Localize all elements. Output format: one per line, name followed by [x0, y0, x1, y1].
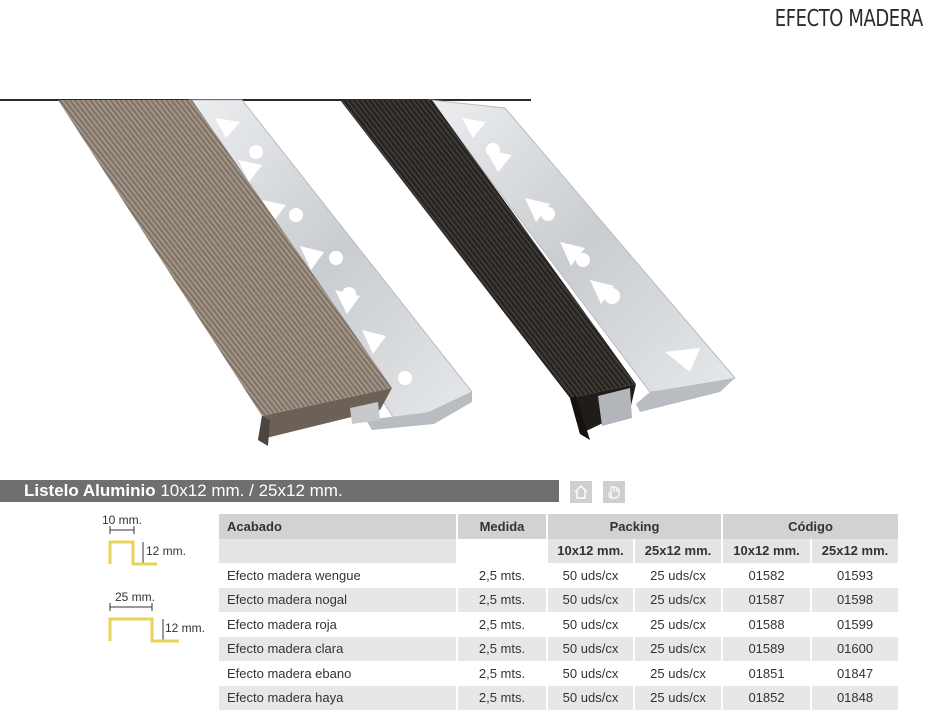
cell-codigo-10x12: 01851	[721, 661, 810, 686]
cell-packing-25x12: 25 uds/cx	[633, 661, 721, 686]
cell-codigo-25x12: 01599	[810, 612, 898, 637]
cell-packing-25x12: 25 uds/cx	[633, 587, 722, 612]
cell-medida: 2,5 mts.	[456, 685, 546, 710]
table-row: Efecto madera haya 2,5 mts. 50 uds/cx 25…	[219, 685, 899, 710]
table-header-row: Acabado Medida Packing Código	[219, 514, 899, 539]
profile-diagram-10x12: 10 mm. 12 mm.	[95, 512, 220, 572]
spec-table: Acabado Medida Packing Código 10x12 mm. …	[219, 514, 899, 710]
cell-packing-25x12: 25 uds/cx	[633, 563, 721, 588]
cell-acabado: Efecto madera ebano	[227, 665, 352, 681]
cell-packing-25x12: 25 uds/cx	[633, 612, 721, 637]
cell-codigo-10x12: 01852	[721, 685, 811, 710]
cell-codigo-10x12: 01588	[721, 612, 810, 637]
table-row: Efecto madera ebano 2,5 mts. 50 uds/cx 2…	[219, 661, 898, 686]
product-name: Listelo Aluminio	[24, 481, 156, 500]
cell-packing-10x12: 50 uds/cx	[546, 612, 633, 637]
subheader-codigo-25x12: 25x12 mm.	[810, 538, 899, 563]
header-packing: Packing	[546, 514, 722, 539]
product-banner: Listelo Aluminio 10x12 mm. / 25x12 mm.	[0, 480, 559, 502]
product-photo	[0, 99, 736, 446]
cell-packing-10x12: 50 uds/cx	[546, 636, 633, 661]
table-row: Efecto madera clara 2,5 mts. 50 uds/cx 2…	[219, 636, 899, 661]
subheader-packing-25x12: 25x12 mm.	[633, 538, 722, 563]
profile-diagram-shape	[108, 603, 179, 643]
cell-codigo-10x12: 01582	[721, 563, 810, 588]
cell-codigo-25x12: 01598	[810, 587, 899, 612]
cell-packing-10x12: 50 uds/cx	[546, 563, 633, 588]
cell-codigo-25x12: 01600	[810, 636, 899, 661]
cell-packing-10x12: 50 uds/cx	[546, 685, 633, 710]
subheader-blank	[456, 538, 546, 563]
cell-packing-10x12: 50 uds/cx	[546, 661, 633, 686]
diagram-height-label: 12 mm.	[165, 621, 206, 635]
header-acabado: Acabado	[219, 514, 456, 539]
profile-diagram-25x12: 25 mm. 12 mm.	[95, 589, 220, 649]
cell-packing-25x12: 25 uds/cx	[633, 685, 722, 710]
cell-acabado: Efecto madera wengue	[227, 567, 361, 583]
cell-medida: 2,5 mts.	[456, 636, 546, 661]
table-row: Efecto madera roja 2,5 mts. 50 uds/cx 25…	[219, 612, 898, 637]
table-row: Efecto madera wengue 2,5 mts. 50 uds/cx …	[219, 563, 898, 588]
header-medida: Medida	[456, 514, 546, 539]
table-row: Efecto madera nogal 2,5 mts. 50 uds/cx 2…	[219, 587, 899, 612]
diagram-width-label: 10 mm.	[102, 513, 143, 527]
cell-packing-10x12: 50 uds/cx	[546, 587, 633, 612]
diagram-width-label: 25 mm.	[115, 590, 156, 604]
cell-packing-25x12: 25 uds/cx	[633, 636, 722, 661]
subheader-codigo-10x12: 10x12 mm.	[721, 538, 811, 563]
product-dimensions: 10x12 mm. / 25x12 mm.	[160, 481, 343, 500]
cell-acabado: Efecto madera roja	[227, 616, 337, 632]
cell-medida: 2,5 mts.	[456, 661, 546, 686]
cell-codigo-25x12: 01847	[810, 661, 898, 686]
profile-diagram-shape	[108, 526, 157, 566]
cell-acabado: Efecto madera clara	[219, 636, 456, 661]
header-codigo: Código	[721, 514, 899, 539]
cell-codigo-25x12: 01848	[810, 685, 899, 710]
cell-codigo-10x12: 01589	[721, 636, 811, 661]
subheader-blank	[219, 538, 456, 563]
diagram-height-label: 12 mm.	[146, 544, 187, 558]
subheader-packing-10x12: 10x12 mm.	[546, 538, 633, 563]
cell-acabado: Efecto madera nogal	[219, 587, 456, 612]
page-title: EFECTO MADERA	[774, 6, 924, 32]
cell-medida: 2,5 mts.	[456, 563, 546, 588]
house-icon	[570, 481, 592, 503]
cell-medida: 2,5 mts.	[456, 587, 546, 612]
table-subheader-row: 10x12 mm. 25x12 mm. 10x12 mm. 25x12 mm.	[219, 538, 899, 563]
cell-medida: 2,5 mts.	[456, 612, 546, 637]
cell-codigo-10x12: 01587	[721, 587, 811, 612]
cell-codigo-25x12: 01593	[810, 563, 898, 588]
hand-icon	[603, 481, 625, 503]
cell-acabado: Efecto madera haya	[219, 685, 456, 710]
